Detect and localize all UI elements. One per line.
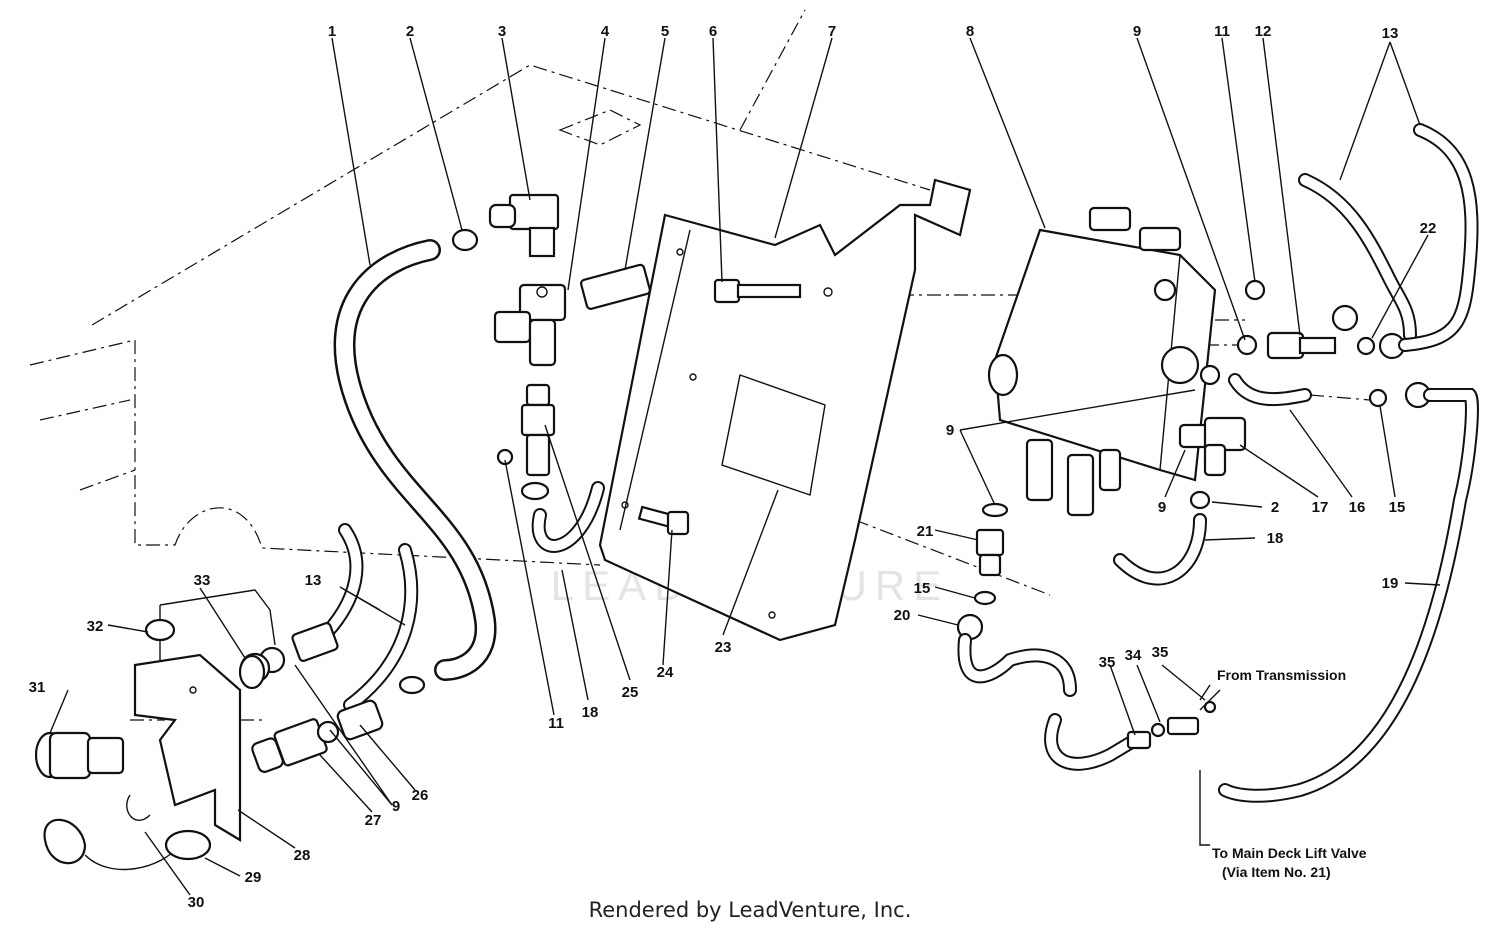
mounting-plate [598,178,972,642]
note-from-transmission: From Transmission [1217,667,1346,683]
callout-18-right: 18 [1267,530,1284,547]
callout-3: 3 [498,23,506,40]
callout-27: 27 [365,812,382,829]
callout-1: 1 [328,23,336,40]
hose-13-left [313,523,419,712]
hose-19 [1218,388,1479,803]
callout-4: 4 [601,23,610,40]
hose-18-left [531,481,605,553]
hose-1 [333,239,497,681]
callout-20: 20 [894,607,911,624]
callout-8: 8 [966,23,974,40]
bracket-28 [133,589,276,842]
fitting-25 [520,383,556,477]
callout-2: 2 [406,23,414,40]
snap-ring-33 [238,654,266,690]
callout-34: 34 [1125,647,1142,664]
callout-13-top: 13 [1382,25,1399,42]
callout-23: 23 [715,639,732,656]
hose-13-right [1298,123,1479,352]
o-ring-15 [1368,388,1388,408]
callout-15-right: 15 [1389,499,1406,516]
callout-18-left: 18 [582,704,599,721]
callout-28: 28 [294,847,311,864]
clamp-left [398,675,426,695]
callout-30: 30 [188,894,205,911]
callout-13-left: 13 [305,572,322,589]
dust-cap-30 [43,794,212,871]
washer-32 [144,618,176,642]
fitting-row-12 [1236,304,1406,360]
callout-numbers: 1 2 3 4 5 6 7 8 9 11 12 13 13 22 9 2 17 … [29,23,1437,911]
callout-11-bottom: 11 [548,715,564,732]
note-to-main-deck: To Main Deck Lift Valve [1212,845,1367,861]
tee-17 [1178,416,1247,477]
clamp-small [520,481,550,501]
clamp-2-right [1189,490,1211,510]
coupler-27 [251,699,384,773]
nut-11 [496,448,514,466]
clamp-2 [451,228,479,252]
callout-21: 21 [917,523,934,540]
leader-lines [49,37,1441,896]
callout-33: 33 [194,572,211,589]
fitting-21 [956,502,1009,641]
nut-11-right [1244,279,1266,301]
callout-26: 26 [412,787,429,804]
tee-fitting-4 [493,283,567,367]
control-valve-8 [987,206,1217,517]
elbow-16 [1228,373,1312,407]
coupler-31 [34,731,125,780]
callout-24: 24 [657,664,674,681]
callout-9-mid: 9 [946,422,954,439]
callout-25: 25 [622,684,639,701]
callout-29: 29 [245,869,262,886]
bolt-6 [713,278,833,304]
nipple-5 [580,263,651,310]
callout-17: 17 [1312,499,1329,516]
footer-credit: Rendered by LeadVenture, Inc. [588,898,912,922]
callout-9-left: 9 [392,798,400,815]
callout-9-top: 9 [1133,23,1141,40]
callout-31: 31 [29,679,46,696]
callout-22: 22 [1420,220,1437,237]
callout-35-a: 35 [1099,654,1116,671]
note-via-item: (Via Item No. 21) [1222,864,1331,880]
callout-16: 16 [1349,499,1366,516]
elbow-fitting-3 [488,193,560,258]
callout-32: 32 [87,618,104,635]
callout-7: 7 [828,23,836,40]
callout-19: 19 [1382,575,1399,592]
bolt-24 [637,505,690,536]
callout-9-right: 9 [1158,499,1166,516]
callout-35-b: 35 [1152,644,1169,661]
callout-12: 12 [1255,23,1272,40]
callout-6: 6 [709,23,717,40]
tube-20 [957,633,1217,771]
callout-5: 5 [661,23,669,40]
hose-18-right [1113,513,1207,586]
callout-15-mid: 15 [914,580,931,597]
o-ring-9 [1199,364,1221,386]
callout-2-right: 2 [1271,499,1279,516]
callout-11-top: 11 [1214,23,1230,40]
